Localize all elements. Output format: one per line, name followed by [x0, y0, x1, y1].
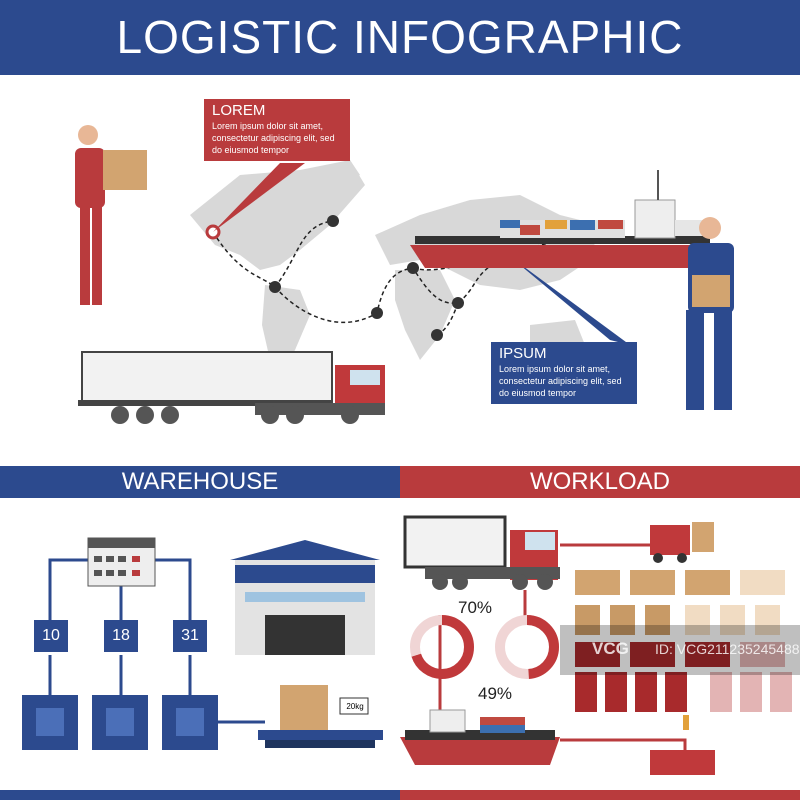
date-box: 31 — [173, 620, 207, 652]
worker-right-illustration — [686, 217, 734, 410]
watermark-id: ID: VCG211235245488 — [655, 641, 800, 657]
warehouse-building-icon — [230, 540, 380, 655]
world-map — [75, 125, 734, 424]
donut-chart-49 — [495, 615, 559, 679]
page-title: LOGISTIC INFOGRAPHIC — [0, 0, 800, 75]
watermark: VCG ID: VCG211235245488 — [560, 625, 800, 675]
stat-49: 49% — [478, 684, 513, 703]
callout-title: IPSUM — [499, 345, 547, 362]
truck-illustration — [78, 351, 385, 424]
date-box: 18 — [104, 620, 138, 652]
cargo-ship-small-icon — [400, 709, 560, 765]
warehouse-diagram — [22, 537, 383, 750]
watermark-logo: VCG — [592, 639, 629, 658]
section-warehouse-header: WAREHOUSE — [0, 466, 400, 498]
callout-lorem: LOREM Lorem ipsum dolor sit amet, consec… — [204, 99, 350, 161]
connector-lines — [48, 558, 265, 724]
scale-weight-label: 20kg — [346, 702, 364, 711]
storage-box-icons — [22, 695, 218, 750]
worker-left-illustration — [75, 125, 147, 305]
callout-text: Lorem ipsum dolor sit amet, consectetur … — [212, 121, 335, 155]
footer-bar-right — [400, 790, 800, 800]
calendar-icon — [87, 537, 156, 587]
workload-diagram — [400, 515, 792, 775]
connector-lines — [438, 543, 687, 750]
date-box: 10 — [34, 620, 68, 652]
cargo-stacks — [575, 570, 792, 712]
cargo-ship-illustration — [410, 170, 710, 268]
donut-chart-70 — [410, 615, 474, 679]
callout-text: Lorem ipsum dolor sit amet, consectetur … — [499, 364, 622, 398]
callout-title: LOREM — [212, 102, 266, 119]
scale-with-box-icon — [258, 685, 383, 748]
crane-container-icon — [650, 715, 715, 775]
callout-pointer — [213, 163, 305, 232]
callout-pointer — [508, 255, 630, 345]
forklift-icon — [650, 522, 714, 563]
stat-70: 70% — [458, 598, 493, 617]
callout-ipsum: IPSUM Lorem ipsum dolor sit amet, consec… — [491, 342, 637, 404]
route-nodes — [269, 215, 584, 341]
footer-bar-left — [0, 790, 400, 800]
section-workload-header: WORKLOAD — [400, 466, 800, 498]
truck-small-icon — [403, 515, 560, 590]
